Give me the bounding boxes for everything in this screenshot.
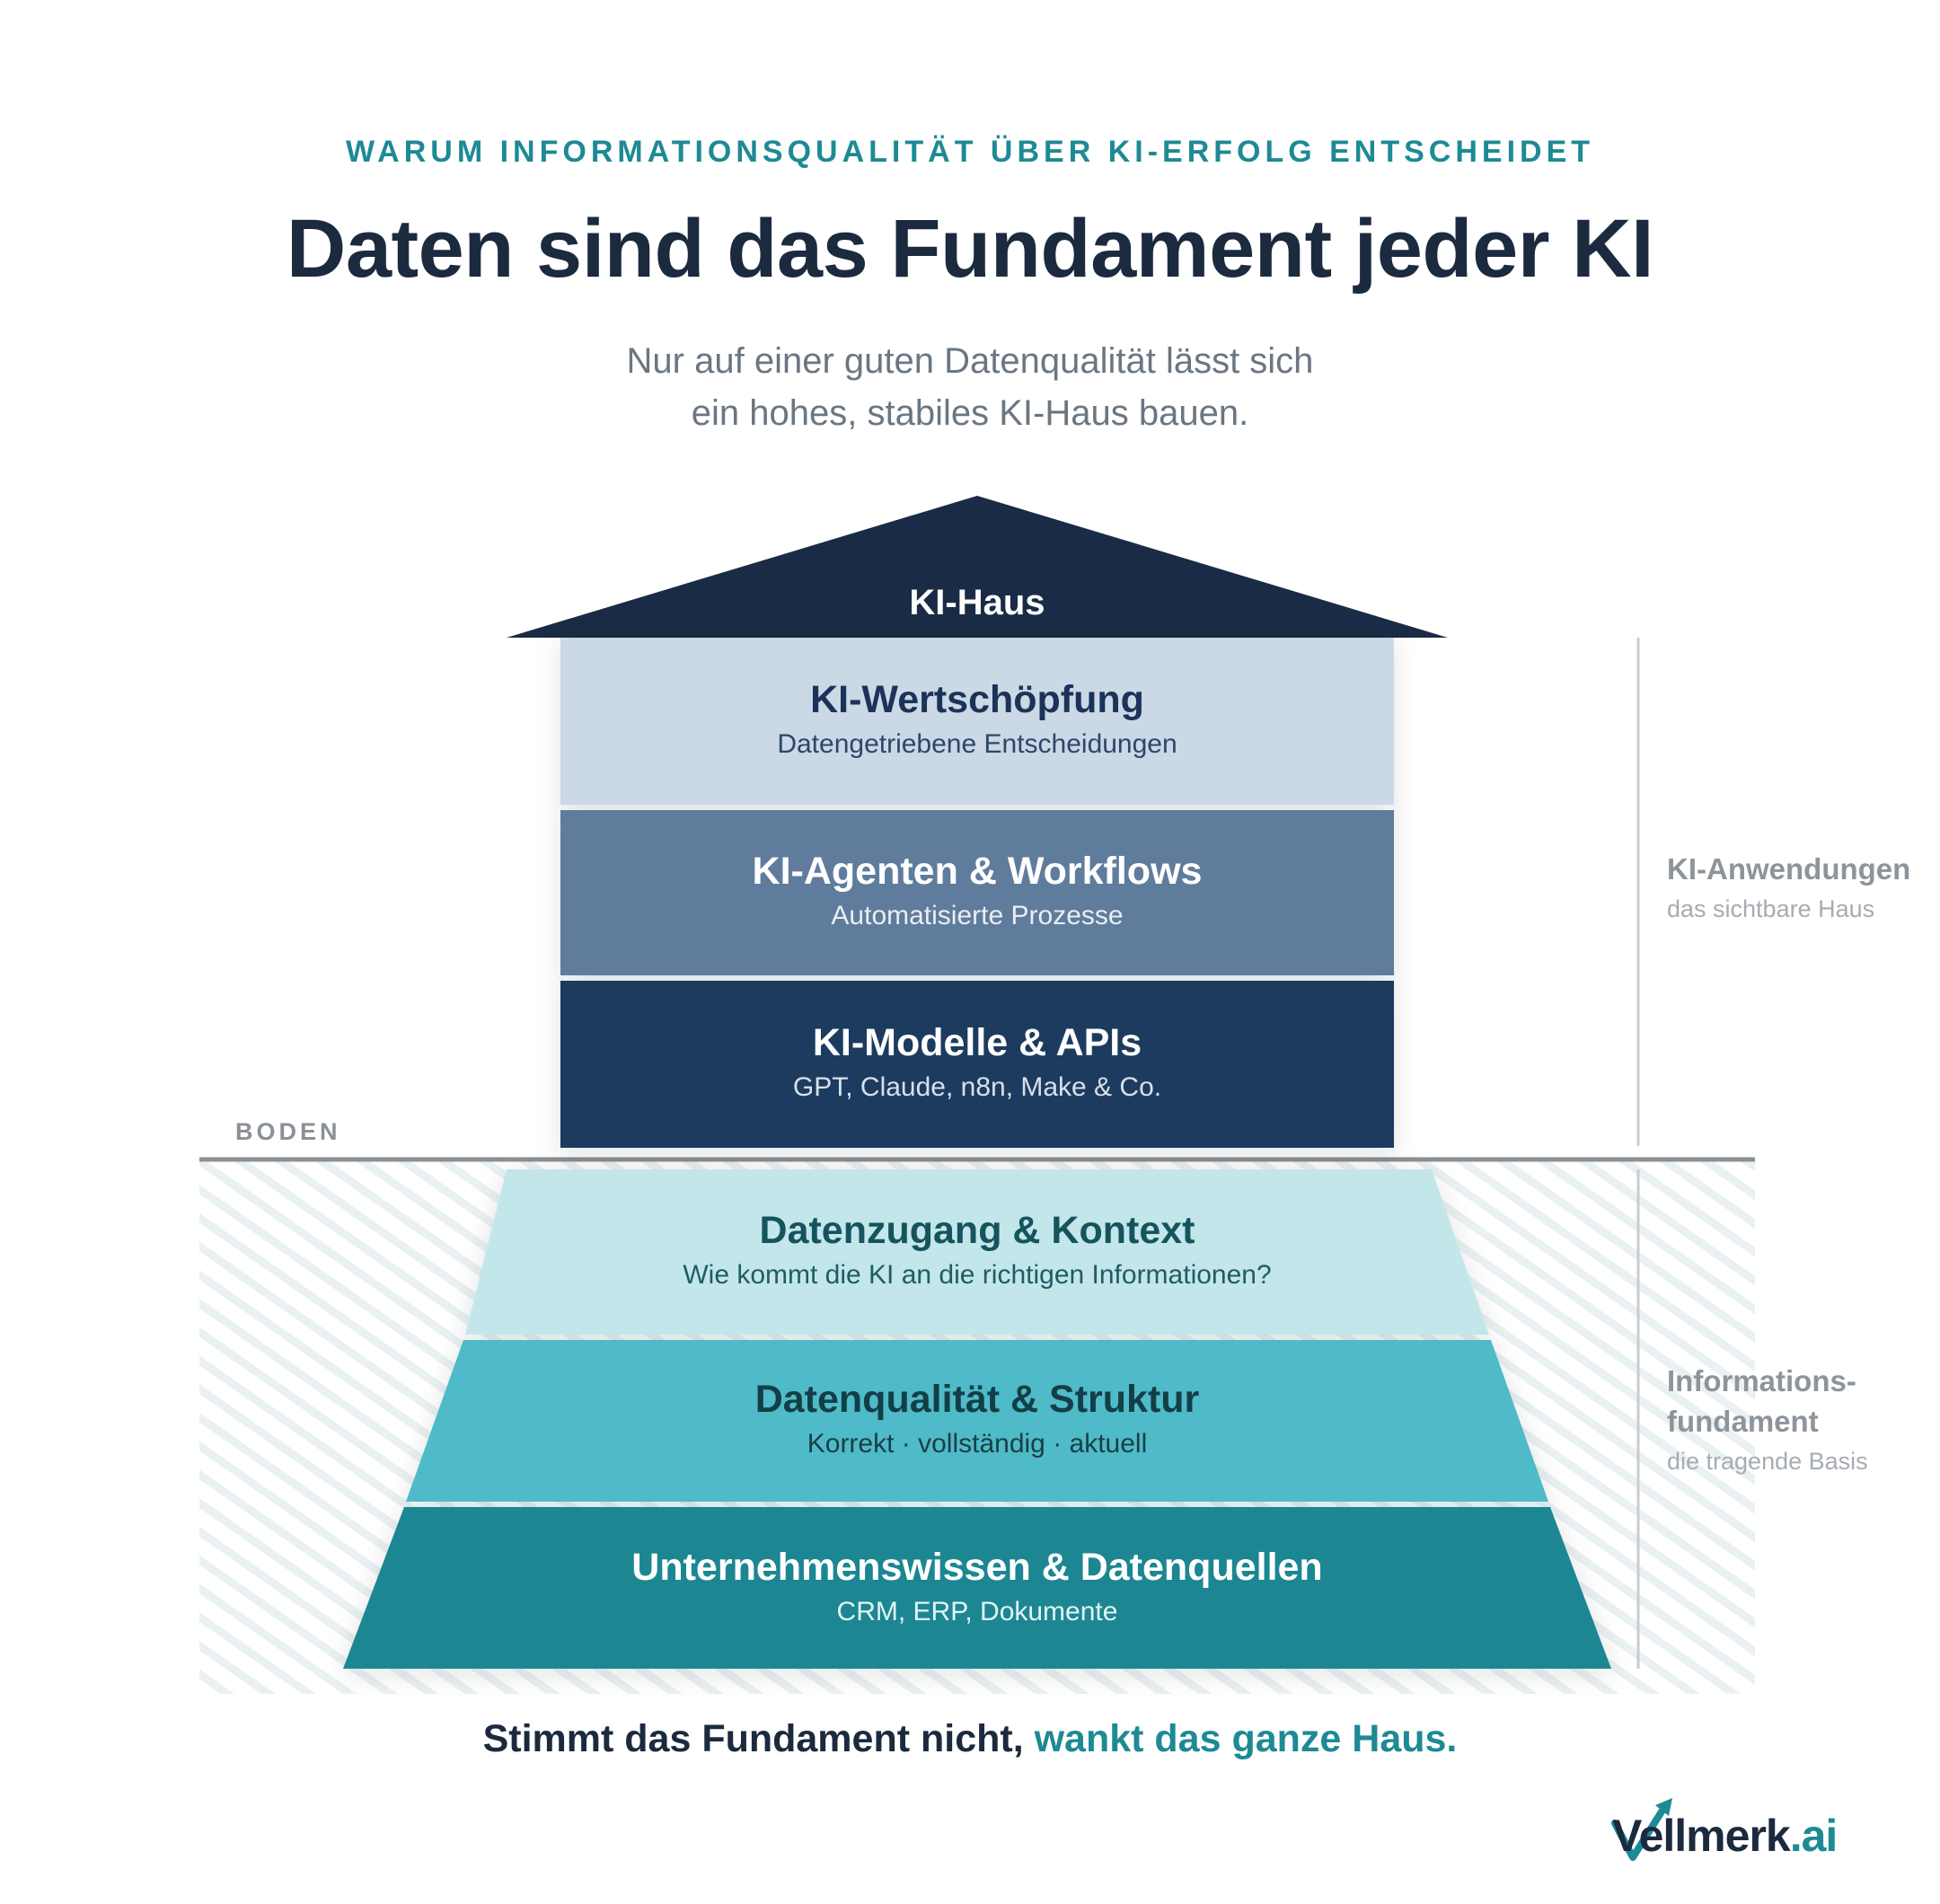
foundation-layer-subtitle: Wie kommt die KI an die richtigen Inform… [683,1260,1271,1290]
house-layer-agents-workflows [560,810,1394,975]
eyebrow-heading: WARUM INFORMATIONSQUALITÄT ÜBER KI-ERFOL… [345,135,1595,169]
side-label-applications-subtitle: das sichtbare Haus [1667,895,1875,922]
side-label-foundation-subtitle: die tragende Basis [1667,1448,1868,1475]
side-label-foundation-title-line-2: fundament [1667,1405,1819,1438]
foundation-layer-title: Datenqualität & Struktur [755,1378,1200,1421]
house-layer-title: KI-Agenten & Workflows [753,850,1203,893]
footer-statement: Stimmt das Fundament nicht, wankt das ga… [0,1717,1940,1761]
checkmark-icon [1611,1798,1672,1861]
side-label-foundation-title-line-1: Informations- [1667,1364,1856,1397]
side-label-applications-title: KI-Anwendungen [1667,852,1911,886]
house-layer-title: KI-Wertschöpfung [810,678,1144,721]
logo-name: Vellmerk [1612,1811,1791,1861]
logo-tld: .ai [1789,1811,1839,1861]
footer-accent-text: wankt das ganze Haus. [1034,1717,1458,1760]
foundation-layer-data-access [465,1169,1489,1335]
ground-label: BODEN [235,1118,341,1145]
roof-label: KI-Haus [909,583,1045,622]
foundation-layer-company-knowledge [343,1507,1611,1669]
foundation-layer-title: Unternehmenswissen & Datenquellen [631,1546,1322,1589]
page-subtitle: Nur auf einer guten Datenqualität lässt … [0,335,1940,439]
subtitle-line-2: ein hohes, stabiles KI-Haus bauen. [691,393,1249,433]
house-layer-models-apis [560,981,1394,1148]
foundation-layer-subtitle: CRM, ERP, Dokumente [837,1597,1118,1626]
house-layer-subtitle: GPT, Claude, n8n, Make & Co. [793,1072,1161,1102]
subtitle-line-1: Nur auf einer guten Datenqualität lässt … [626,341,1314,381]
house-layer-value-creation [560,638,1394,805]
roof-shape [507,496,1448,638]
page-title: Daten sind das Fundament jeder KI [286,203,1654,295]
foundation-layer-title: Datenzugang & Kontext [760,1209,1195,1252]
house-layer-title: KI-Modelle & APIs [813,1021,1142,1064]
house-layer-subtitle: Datengetriebene Entscheidungen [777,729,1177,759]
brand-logo: Vellmerk.ai [1612,1810,1839,1862]
footer-text: Stimmt das Fundament nicht, [482,1717,1035,1760]
house-layer-subtitle: Automatisierte Prozesse [831,901,1123,930]
foundation-layer-subtitle: Korrekt · vollständig · aktuell [807,1429,1148,1459]
foundation-layer-data-quality [406,1340,1548,1502]
